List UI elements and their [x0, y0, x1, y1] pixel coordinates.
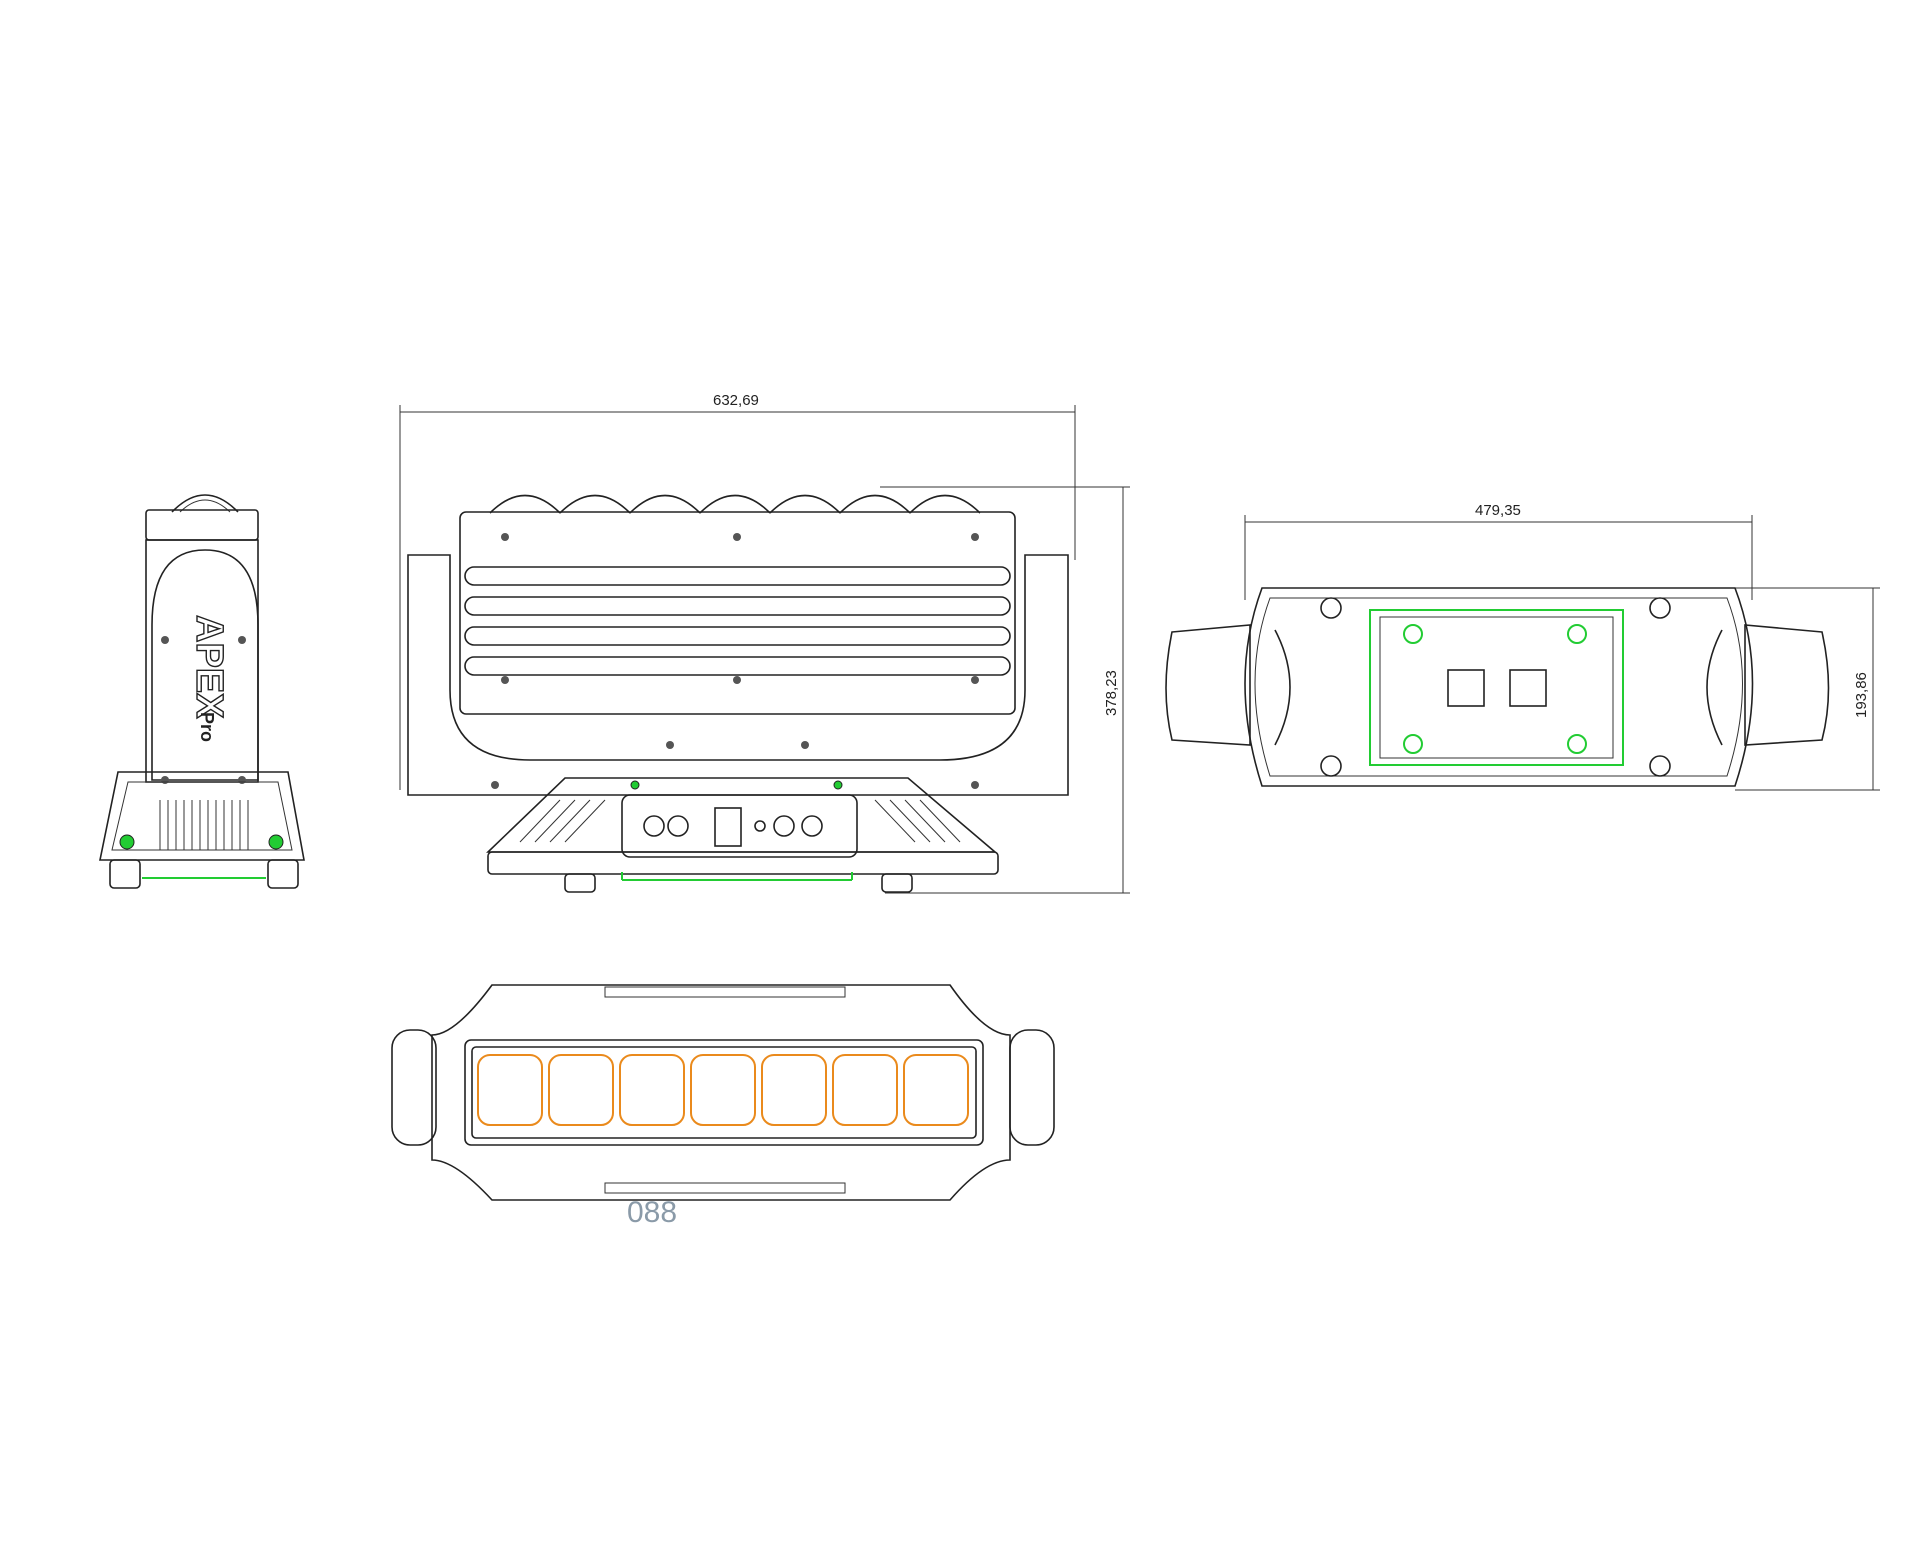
front-width-label: 632,69 — [713, 392, 759, 409]
brand-logo-sub: Pro — [197, 712, 217, 742]
screw-icon — [733, 676, 741, 684]
footer-label: 088 — [627, 1196, 677, 1229]
lens-4 — [690, 1054, 756, 1126]
lens-1 — [477, 1054, 543, 1126]
bolt-icon — [1649, 755, 1671, 777]
xlr-in-icon — [643, 815, 665, 837]
screw-icon — [238, 636, 246, 644]
front-width-dimension: 632,69 — [399, 392, 1076, 790]
screw-icon — [971, 533, 979, 541]
screw-icon — [491, 781, 499, 789]
screw-icon — [971, 781, 979, 789]
rear-view: 479,35 193,86 — [1165, 502, 1880, 791]
lens-6 — [832, 1054, 898, 1126]
quick-lock-icon — [1567, 734, 1587, 754]
rear-width-dimension: 479,35 — [1244, 502, 1753, 600]
screw-icon — [801, 741, 809, 749]
screw-icon — [238, 776, 246, 784]
power-out-icon — [801, 815, 823, 837]
rear-height-label: 193,86 — [1853, 672, 1870, 718]
lens-5 — [761, 1054, 827, 1126]
lens-3 — [619, 1054, 685, 1126]
screw-icon — [161, 776, 169, 784]
screw-icon — [733, 533, 741, 541]
green-marker-icon — [630, 780, 640, 790]
screw-icon — [501, 676, 509, 684]
display-icon — [714, 807, 742, 847]
top-view: 088 — [391, 984, 1055, 1229]
power-in-icon — [773, 815, 795, 837]
green-marker-icon — [268, 834, 284, 850]
side-view: APEX Pro — [99, 494, 305, 889]
screw-icon — [971, 676, 979, 684]
front-view: 632,69 378,23 — [399, 392, 1130, 894]
xlr-out-icon — [667, 815, 689, 837]
screw-icon — [161, 636, 169, 644]
rear-height-dimension: 193,86 — [1735, 587, 1880, 791]
rear-width-label: 479,35 — [1475, 502, 1521, 519]
front-height-dimension: 378,23 — [880, 486, 1130, 894]
lens-7 — [903, 1054, 969, 1126]
quick-lock-icon — [1403, 624, 1423, 644]
screw-icon — [666, 741, 674, 749]
quick-lock-icon — [1403, 734, 1423, 754]
brand-logo: APEX — [188, 615, 230, 719]
lens-2 — [548, 1054, 614, 1126]
green-marker-icon — [833, 780, 843, 790]
front-height-label: 378,23 — [1103, 670, 1120, 716]
mounting-plate — [1369, 609, 1624, 766]
bolt-icon — [1320, 755, 1342, 777]
base-vents — [159, 800, 249, 850]
screw-icon — [501, 533, 509, 541]
bolt-icon — [1649, 597, 1671, 619]
front-base-vents — [519, 799, 961, 843]
bolt-icon — [1320, 597, 1342, 619]
green-marker-icon — [119, 834, 135, 850]
fuse-icon — [754, 820, 766, 832]
quick-lock-icon — [1567, 624, 1587, 644]
